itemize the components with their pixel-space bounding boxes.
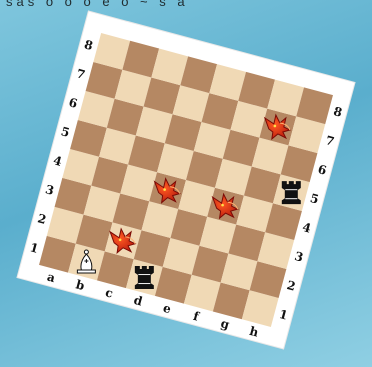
black-rook-icon[interactable] bbox=[282, 182, 300, 204]
black-rook-icon[interactable] bbox=[135, 267, 153, 289]
